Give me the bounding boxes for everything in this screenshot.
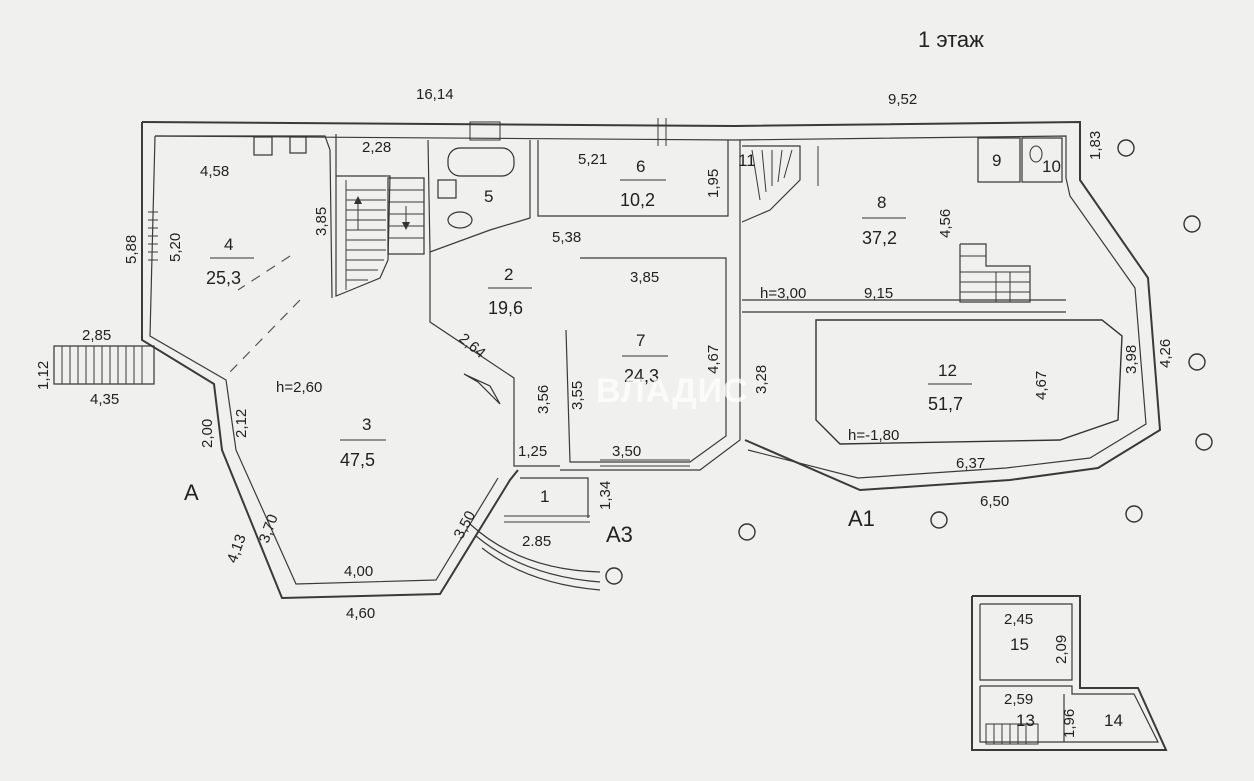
left-steps: [53, 345, 155, 385]
section-labels: A A3 A1: [184, 480, 875, 547]
staircase-main: [335, 134, 425, 297]
watermark: ВЛАДИС: [596, 372, 749, 410]
room-12-number: 12: [938, 361, 957, 380]
room-labels: 4 25,3 5 6 10,2 2 19,6 3 47,5 7 24,3 8 3…: [206, 151, 1123, 730]
room-1-number: 1: [540, 487, 549, 506]
dim-label: 1,95: [705, 169, 722, 198]
dim-label: 5,20: [167, 233, 184, 262]
dim-label: 2,64: [455, 330, 488, 362]
dim-label: 3,55: [569, 381, 586, 410]
dim-label: 3,98: [1123, 345, 1140, 374]
dim-label: 4,67: [705, 345, 722, 374]
dim-label: 3,50: [612, 443, 641, 460]
dim-label: 3,56: [535, 385, 552, 414]
dim-label: 1,12: [35, 361, 52, 390]
dim-label: 4,60: [346, 605, 375, 622]
dim-label: 2,00: [199, 419, 216, 448]
room-6-number: 6: [636, 157, 645, 176]
dim-label: 2,59: [1004, 691, 1033, 708]
section-label-a1: A1: [848, 506, 875, 531]
annex-walls: [971, 595, 1168, 751]
dim-label: 6,50: [980, 493, 1009, 510]
room-3-area: 47,5: [340, 450, 375, 470]
dim-label: 4,67: [1033, 371, 1050, 400]
room-8-area: 37,2: [862, 228, 897, 248]
dim-label: 4,35: [90, 391, 119, 408]
dim-label: 2,45: [1004, 611, 1033, 628]
room-3-number: 3: [362, 415, 371, 434]
section-label-a: A: [184, 480, 199, 505]
dim-label: 5,38: [552, 229, 581, 246]
dim-label: 2.85: [522, 533, 551, 550]
room-8-number: 8: [877, 193, 886, 212]
height-room-12: h=-1,80: [848, 427, 899, 444]
room-7-number: 7: [636, 331, 645, 350]
room-12-area: 51,7: [928, 394, 963, 414]
dim-label: 2,28: [362, 139, 391, 156]
room-4-number: 4: [224, 235, 233, 254]
section-label-a3: A3: [606, 522, 633, 547]
room-2-area: 19,6: [488, 298, 523, 318]
dim-label: 3,28: [753, 365, 770, 394]
height-labels: h=2,60 h=3,00 h=-1,80: [276, 285, 899, 444]
dim-label: 5,88: [123, 235, 140, 264]
dim-label: 3,85: [630, 269, 659, 286]
dim-label: 4,00: [344, 563, 373, 580]
room-4-walls: [148, 135, 333, 373]
room-12-walls: [815, 319, 1123, 445]
dim-label: 6,37: [956, 455, 985, 472]
floor-title: 1 этаж: [918, 27, 984, 52]
dim-label: 5,21: [578, 151, 607, 168]
height-room-8: h=3,00: [760, 285, 806, 302]
dim-label: 2,85: [82, 327, 111, 344]
dimension-labels: 4,58 5,20 5,88 3,85 2,28 5,21 1,95 5,38 …: [35, 131, 1174, 738]
porch-walls: [469, 477, 601, 591]
room-11-number: 11: [738, 151, 756, 170]
dim-label: 1,25: [518, 443, 547, 460]
rooms-5-6-walls: [427, 118, 729, 253]
overall-dim-left: 16,14: [416, 86, 454, 103]
dim-label: 4,13: [224, 532, 250, 565]
room-8-walls: [742, 137, 1066, 313]
dim-label: 3,70: [256, 512, 282, 545]
dim-label: 4,26: [1157, 339, 1174, 368]
dim-label: 1,83: [1087, 131, 1104, 160]
room-9-number: 9: [992, 151, 1001, 170]
overall-dim-right: 9,52: [888, 91, 917, 108]
dim-label: 1,34: [597, 481, 614, 510]
room-14-number: 14: [1104, 711, 1123, 730]
room-10-number: 10: [1042, 157, 1061, 176]
trees: [605, 139, 1213, 585]
room-7-area: 24,3: [624, 366, 659, 386]
dim-label: 2,09: [1053, 635, 1070, 664]
room-4-area: 25,3: [206, 268, 241, 288]
room-15-number: 15: [1010, 635, 1029, 654]
height-room-3: h=2,60: [276, 379, 322, 396]
room-2-number: 2: [504, 265, 513, 284]
rooms-2-7-walls: [429, 140, 741, 471]
dim-label: 9,15: [864, 285, 893, 302]
dim-label: 1,96: [1061, 709, 1078, 738]
staircase-11: [741, 145, 819, 223]
dim-label: 2,12: [233, 409, 250, 438]
room-13-number: 13: [1016, 711, 1035, 730]
room-6-area: 10,2: [620, 190, 655, 210]
room-5-number: 5: [484, 187, 493, 206]
dim-label: 4,56: [937, 209, 954, 238]
dim-label: 4,58: [200, 163, 229, 180]
dim-label: 3,85: [313, 207, 330, 236]
